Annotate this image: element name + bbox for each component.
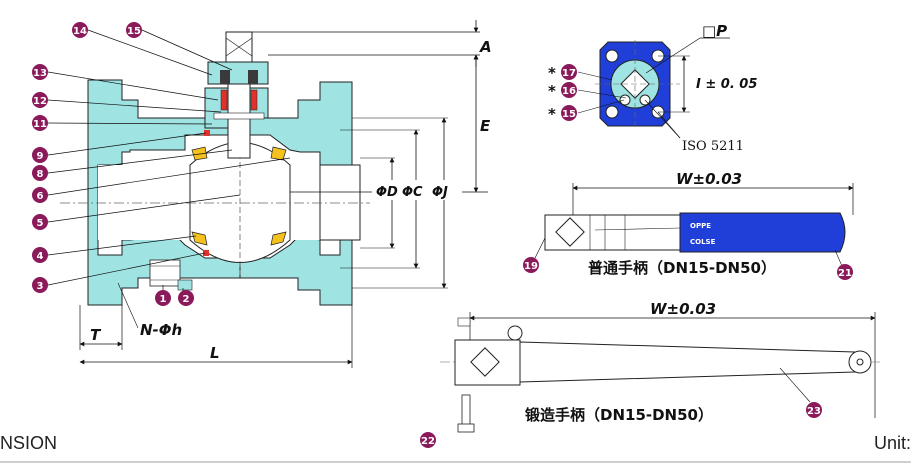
seat-upper-left xyxy=(191,146,208,161)
svg-text:8: 8 xyxy=(37,169,44,180)
callout-badge: 3 xyxy=(32,277,48,293)
callout-badge: 2 xyxy=(178,290,194,306)
callout-badge: 21 xyxy=(837,264,853,280)
callout-badge: 5 xyxy=(32,214,48,230)
svg-text:1: 1 xyxy=(160,294,167,305)
dim-T: T xyxy=(90,326,102,344)
body-bolt xyxy=(149,259,181,287)
lever-grip[interactable] xyxy=(679,212,846,253)
callout-badge: 6 xyxy=(32,187,48,203)
star-mark: * xyxy=(548,82,556,100)
P-label: □P xyxy=(702,22,727,40)
svg-text:22: 22 xyxy=(421,436,435,447)
svg-text:2: 2 xyxy=(183,294,190,305)
stem-seal xyxy=(204,130,210,136)
footer-divider xyxy=(0,461,911,463)
svg-text:17: 17 xyxy=(562,68,576,79)
svg-text:5: 5 xyxy=(37,218,44,229)
forged-caption: 锻造手柄（DN15-DN50） xyxy=(525,406,713,424)
forged-arm xyxy=(519,341,856,383)
callout-badge: 15 xyxy=(126,22,142,38)
callout-badge: 14 xyxy=(72,22,88,38)
packing-right xyxy=(250,89,258,111)
section-view: A E ΦD ΦC ΦJ T N-Φh L xyxy=(47,20,492,368)
gland-nut xyxy=(207,61,269,85)
star-mark: * xyxy=(548,105,556,123)
callout-badge: 23 xyxy=(806,402,822,418)
svg-text:15: 15 xyxy=(127,26,141,37)
dim-L: L xyxy=(210,344,220,362)
dim-D: ΦD xyxy=(376,185,398,200)
svg-text:14: 14 xyxy=(73,26,87,37)
dim-A: A xyxy=(479,38,492,56)
I-label: I ± 0. 05 xyxy=(696,77,757,92)
right-pipe-stub xyxy=(319,164,361,241)
forged-callouts: 22 23 xyxy=(420,402,822,448)
star-mark: * xyxy=(548,64,556,82)
packing-left xyxy=(220,89,228,111)
lever-handle: W±0.03 OPPE COLSE 普通手柄（DN15-DN50） xyxy=(534,170,854,277)
dim-Nh: N-Φh xyxy=(140,321,182,339)
nut xyxy=(177,279,193,291)
callout-badge: 22 xyxy=(420,432,436,448)
svg-text:16: 16 xyxy=(562,86,576,97)
seat-lower-right xyxy=(270,231,287,246)
callout-badge: 17 xyxy=(561,64,577,80)
svg-text:12: 12 xyxy=(33,96,47,107)
forged-width-label: W±0.03 xyxy=(650,300,716,318)
lever-width-label: W±0.03 xyxy=(676,170,742,188)
callout-badge: 13 xyxy=(32,64,48,80)
dim-J: ΦJ xyxy=(432,185,448,200)
callout-badge: 16 xyxy=(561,82,577,98)
callout-badge: 4 xyxy=(32,247,48,263)
callout-badge: 19 xyxy=(523,257,539,273)
dim-E: E xyxy=(480,117,491,135)
svg-text:19: 19 xyxy=(524,261,538,272)
svg-text:11: 11 xyxy=(33,119,47,130)
seat-upper-right xyxy=(270,146,287,161)
top-detail-callouts: * 17 * 16 * 15 xyxy=(548,64,577,123)
seat-lower-left xyxy=(191,231,208,246)
callout-badge: 9 xyxy=(32,147,48,163)
lever-caption: 普通手柄（DN15-DN50） xyxy=(588,259,776,277)
callout-badge: 15 xyxy=(561,105,577,121)
callout-badge: 1 xyxy=(155,290,171,306)
svg-text:6: 6 xyxy=(37,191,44,202)
callout-badge: 8 xyxy=(32,165,48,181)
lever-callouts: 19 21 xyxy=(523,257,853,280)
section-callouts: 14 15 13 12 11 9 8 6 5 4 3 1 2 xyxy=(32,22,194,306)
right-body xyxy=(239,81,353,306)
footer-right-text: Unit: xyxy=(873,433,911,453)
dim-C: ΦC xyxy=(402,185,423,200)
svg-text:9: 9 xyxy=(37,151,44,162)
svg-text:21: 21 xyxy=(838,268,852,279)
callout-badge: 12 xyxy=(32,92,48,108)
mounting-pad-detail: □P I ± 0. 05 ISO 5211 xyxy=(577,22,757,154)
grip-open-text: OPPE xyxy=(690,222,711,230)
svg-text:15: 15 xyxy=(562,109,576,120)
iso-label: ISO 5211 xyxy=(682,139,744,154)
svg-text:3: 3 xyxy=(37,281,44,292)
svg-text:4: 4 xyxy=(37,251,44,262)
callout-badge: 11 xyxy=(32,115,48,131)
forged-handle: W±0.03 锻造手柄（DN15-DN50） xyxy=(440,300,880,433)
svg-text:23: 23 xyxy=(807,406,821,417)
svg-text:13: 13 xyxy=(33,68,47,79)
thrust-washer xyxy=(213,112,265,120)
body-seal xyxy=(203,250,209,256)
footer-left-text: NSION xyxy=(0,433,58,453)
grip-close-text: COLSE xyxy=(690,238,716,246)
